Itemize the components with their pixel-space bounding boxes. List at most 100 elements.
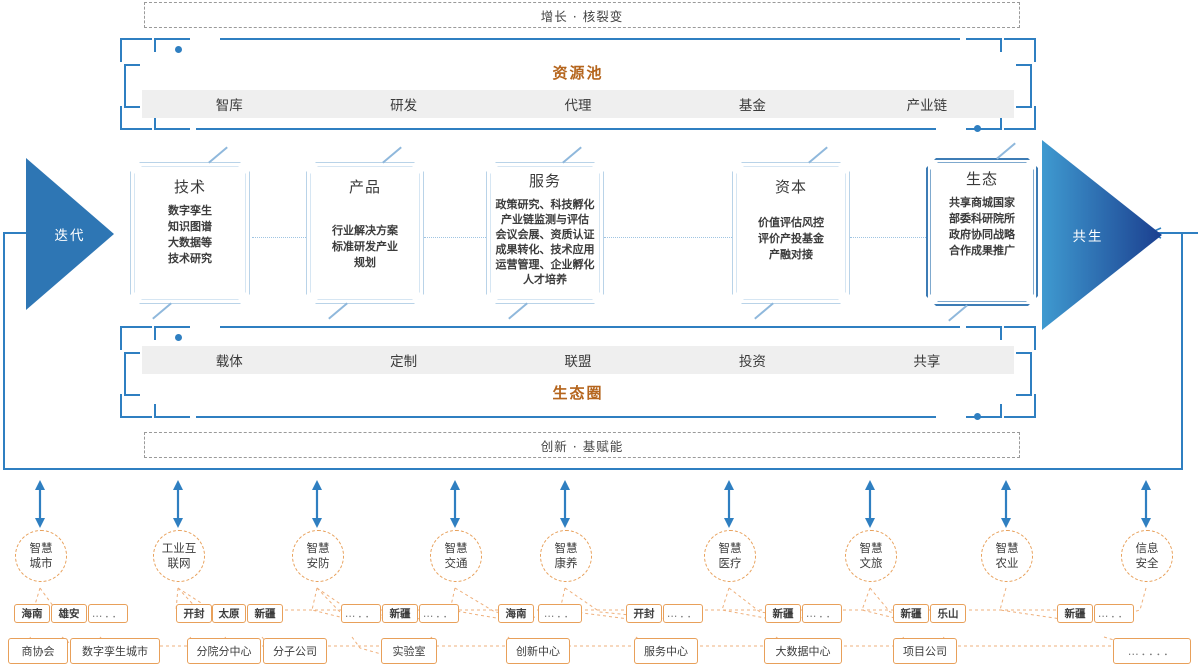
pillar-line: 政府协同战略: [949, 228, 1015, 241]
eco-segment-2[interactable]: 联盟: [564, 354, 592, 370]
domain-arrow-4: [560, 480, 570, 528]
pool-segment-4[interactable]: 产业链: [906, 98, 948, 114]
pillar-line: 标准研发产业: [332, 240, 398, 253]
region-chip-3[interactable]: 开封: [176, 604, 212, 623]
eco-segment-3[interactable]: 投资: [738, 354, 766, 370]
domain-circle-1[interactable]: 工业互联网: [153, 530, 205, 582]
pillar-card-product[interactable]: 产品 行业解决方案标准研发产业规划: [306, 146, 424, 320]
symbiosis-label: 共生: [1072, 229, 1104, 245]
circle-line-2: 联网: [167, 556, 191, 570]
region-chip-18[interactable]: …．．: [1094, 604, 1134, 623]
region-chip-5[interactable]: 新疆: [247, 604, 283, 623]
region-chip-10[interactable]: …．．: [538, 604, 582, 623]
domain-circle-2[interactable]: 智慧安防: [292, 530, 344, 582]
entity-box-2[interactable]: 分院分中心: [187, 638, 261, 664]
region-chip-15[interactable]: 新疆: [893, 604, 929, 623]
pillar-line: 成果转化、技术应用: [495, 243, 595, 256]
pillar-title: 资本: [774, 178, 807, 196]
region-chip-13[interactable]: 新疆: [765, 604, 801, 623]
pool-segment-0[interactable]: 智库: [215, 98, 243, 114]
pool-segment-1[interactable]: 研发: [390, 98, 418, 114]
region-chip-1[interactable]: 雄安: [51, 604, 87, 623]
circle-line-2: 安全: [1135, 556, 1159, 570]
eco-segment-0[interactable]: 载体: [215, 354, 243, 370]
region-chip-11[interactable]: 开封: [626, 604, 662, 623]
region-chip-14[interactable]: …．．: [802, 604, 842, 623]
region-chip-4[interactable]: 太原: [212, 604, 246, 623]
pillar-line: 大数据等: [168, 236, 212, 249]
circle-line-2: 城市: [29, 556, 53, 570]
ecosystem-segments: 载体 定制 联盟 投资 共享: [142, 346, 1014, 374]
pillar-line: 政策研究、科技孵化: [495, 198, 595, 211]
pillar-connector-1: [252, 237, 306, 238]
pillar-lines: 数字孪生知识图谱大数据等技术研究: [130, 203, 250, 267]
pool-segment-3[interactable]: 基金: [738, 98, 766, 114]
region-chip-7[interactable]: 新疆: [382, 604, 418, 623]
entity-box-3[interactable]: 分子公司: [263, 638, 327, 664]
domain-arrow-7: [1001, 480, 1011, 528]
region-chip-12[interactable]: …．．: [663, 604, 703, 623]
pillar-line: 共享商城国家: [949, 196, 1015, 209]
domain-arrow-0: [35, 480, 45, 528]
entity-box-1[interactable]: 数字孪生城市: [70, 638, 160, 664]
domain-circle-7[interactable]: 智慧农业: [981, 530, 1033, 582]
circle-line-2: 农业: [995, 556, 1019, 570]
circle-line-2: 康养: [554, 556, 578, 570]
region-chip-16[interactable]: 乐山: [930, 604, 966, 623]
entity-box-9[interactable]: …．．．．: [1113, 638, 1191, 664]
circle-line-1: 智慧: [859, 541, 883, 555]
entity-box-5[interactable]: 创新中心: [506, 638, 570, 664]
entity-box-4[interactable]: 实验室: [381, 638, 437, 664]
entity-box-8[interactable]: 项目公司: [893, 638, 957, 664]
pillar-card-ecology[interactable]: 生态 共享商城国家部委科研院所政府协同战略合作成果推广: [926, 142, 1038, 322]
region-chip-9[interactable]: 海南: [498, 604, 534, 623]
region-chip-8[interactable]: …．．: [419, 604, 459, 623]
pillar-card-capital[interactable]: 资本 价值评估风控评价产投基金产融对接: [732, 146, 850, 320]
symbiosis-arrow: 共生: [1042, 140, 1162, 330]
iteration-arrow: 迭代: [26, 158, 114, 310]
domain-circle-3[interactable]: 智慧交通: [430, 530, 482, 582]
region-chip-6[interactable]: …．．: [341, 604, 381, 623]
entity-box-6[interactable]: 服务中心: [634, 638, 698, 664]
region-chip-0[interactable]: 海南: [14, 604, 50, 623]
domain-circle-4[interactable]: 智慧康养: [540, 530, 592, 582]
pillar-line: 评价产投基金: [758, 232, 824, 245]
pool-segment-2[interactable]: 代理: [564, 98, 592, 114]
pillar-lines: 政策研究、科技孵化产业链监测与评估会议会展、资质认证成果转化、技术应用运营管理、…: [486, 197, 604, 287]
region-chip-2[interactable]: …．．: [88, 604, 128, 623]
pillar-title: 技术: [173, 178, 206, 196]
pillar-card-service[interactable]: 服务 政策研究、科技孵化产业链监测与评估会议会展、资质认证成果转化、技术应用运营…: [486, 146, 604, 320]
region-chip-17[interactable]: 新疆: [1057, 604, 1093, 623]
circle-line-1: 智慧: [29, 541, 53, 555]
pillar-lines: 共享商城国家部委科研院所政府协同战略合作成果推广: [926, 195, 1038, 259]
domain-circle-6[interactable]: 智慧文旅: [845, 530, 897, 582]
ecosystem-title: 生态圈: [552, 384, 604, 402]
domain-circle-0[interactable]: 智慧城市: [15, 530, 67, 582]
circle-line-1: 智慧: [718, 541, 742, 555]
domain-arrow-2: [312, 480, 322, 528]
eco-segment-1[interactable]: 定制: [390, 354, 418, 370]
circle-line-1: 信息: [1135, 541, 1159, 555]
pillar-line: 价值评估风控: [758, 216, 824, 229]
circle-line-1: 智慧: [995, 541, 1019, 555]
eco-segment-4[interactable]: 共享: [913, 354, 941, 370]
circle-line-1: 智慧: [444, 541, 468, 555]
pillar-lines: 行业解决方案标准研发产业规划: [306, 203, 424, 271]
domain-circle-5[interactable]: 智慧医疗: [704, 530, 756, 582]
pillar-line: 产融对接: [769, 248, 813, 261]
iteration-label: 迭代: [54, 228, 86, 244]
domain-circle-8[interactable]: 信息安全: [1121, 530, 1173, 582]
entity-box-7[interactable]: 大数据中心: [764, 638, 842, 664]
circle-line-1: 工业互: [161, 541, 197, 555]
resource-pool-frame: 资源池 智库研发代理基金产业链: [120, 38, 1036, 132]
pillar-connector-3: [604, 237, 732, 238]
pillar-line: 运营管理、企业孵化: [495, 258, 595, 271]
banner-growth: 增长 · 核裂变: [144, 2, 1020, 28]
pillar-line: 部委科研院所: [949, 212, 1015, 225]
loop-right-connector: [1150, 232, 1198, 234]
ecosystem-frame: 载体 定制 联盟 投资 共享 生态圈: [120, 326, 1036, 420]
resource-pool-segments: 智库 研发 代理 基金 产业链: [142, 90, 1014, 118]
entity-box-0[interactable]: 商协会: [8, 638, 68, 664]
domain-arrow-5: [724, 480, 734, 528]
pillar-card-technology[interactable]: 技术 数字孪生知识图谱大数据等技术研究: [130, 146, 250, 320]
